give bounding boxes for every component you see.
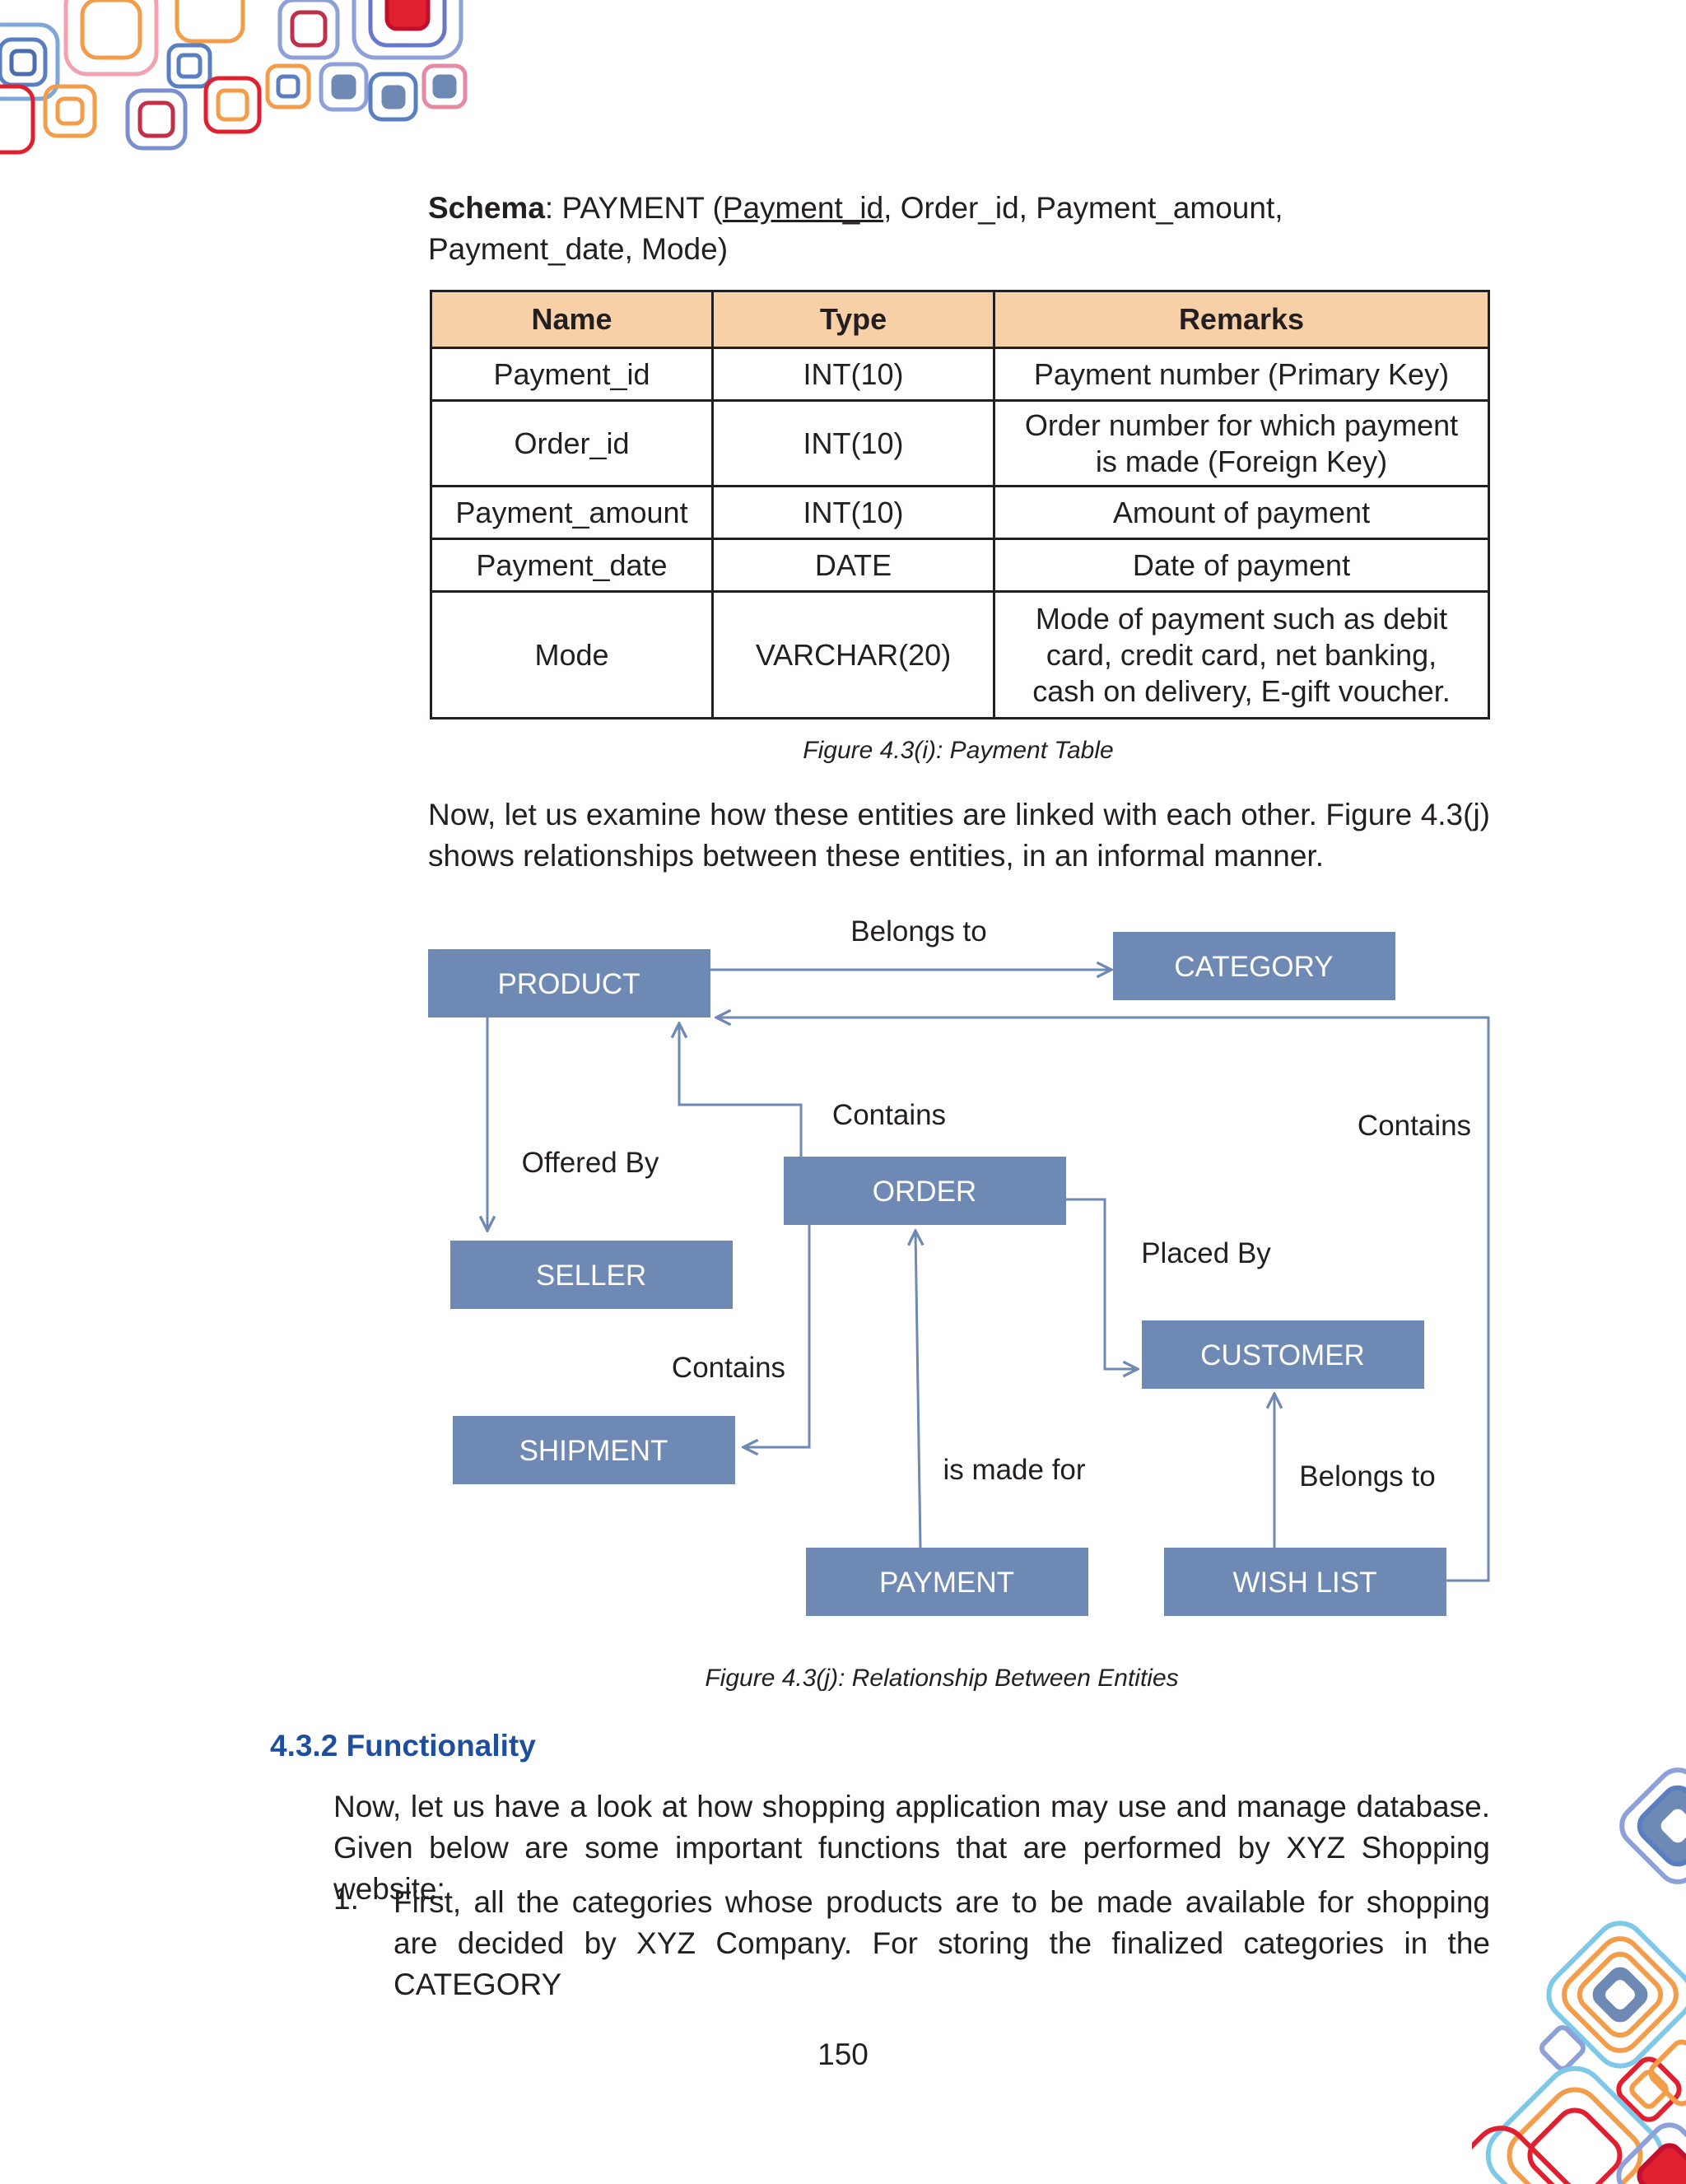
schema-primary-key: Payment_id (722, 191, 884, 225)
edge-payment-order (915, 1231, 920, 1548)
schema-rest: , Order_id, Payment_amount, Payment_date… (428, 191, 1283, 266)
decorative-squares-top-left (0, 0, 468, 155)
table-cell: Payment_id (430, 347, 714, 402)
table-cell: Mode of payment such as debit card, cred… (993, 590, 1490, 719)
table-cell: INT(10) (711, 399, 995, 487)
entity-wishlist-label: WISH LIST (1232, 1567, 1376, 1599)
table-cell: INT(10) (711, 347, 995, 402)
table-header-row: Name Type Remarks (430, 290, 1490, 349)
entity-wishlist: WISH LIST (1164, 1548, 1446, 1616)
table-row: Payment_id INT(10) Payment number (Prima… (430, 347, 1490, 402)
label-payment-order: is made for (943, 1454, 1085, 1486)
entity-seller: SELLER (450, 1241, 733, 1309)
label-order-customer: Placed By (1141, 1237, 1271, 1269)
entity-customer-label: CUSTOMER (1200, 1339, 1365, 1371)
entity-seller-label: SELLER (536, 1260, 646, 1292)
entity-product-label: PRODUCT (497, 968, 640, 1000)
entity-shipment-label: SHIPMENT (519, 1435, 668, 1467)
entity-shipment: SHIPMENT (453, 1416, 735, 1484)
table-cell: Payment_date (430, 538, 714, 593)
diagram-caption: Figure 4.3(j): Relationship Between Enti… (705, 1665, 1179, 1692)
entity-payment-label: PAYMENT (879, 1567, 1014, 1599)
edge-order-product (679, 1023, 803, 1157)
schema-prefix: : PAYMENT ( (544, 191, 723, 225)
edge-order-customer (1066, 1198, 1138, 1369)
table-cell: Mode (430, 590, 714, 719)
list-item-number: 1. (333, 1882, 359, 1916)
column-header-name: Name (430, 290, 714, 349)
schema-line: Schema: PAYMENT (Payment_id, Order_id, P… (428, 188, 1490, 270)
decorative-diamonds-bottom-right (1472, 1767, 1686, 2184)
table-row: Order_id INT(10) Order number for which … (430, 399, 1490, 487)
label-product-category: Belongs to (850, 915, 986, 948)
entity-category: CATEGORY (1113, 932, 1395, 1000)
table-cell: VARCHAR(20) (711, 590, 995, 719)
payment-table: Name Type Remarks Payment_id INT(10) Pay… (430, 290, 1490, 719)
table-row: Payment_date DATE Date of payment (430, 538, 1490, 593)
schema-label: Schema (428, 191, 545, 225)
column-header-remarks: Remarks (993, 290, 1490, 349)
entity-product: PRODUCT (428, 949, 710, 1017)
label-wishlist-customer: Belongs to (1299, 1460, 1435, 1492)
table-cell: Order number for which payment is made (… (993, 399, 1490, 487)
table-cell: Order_id (430, 399, 714, 487)
table-cell: INT(10) (711, 485, 995, 540)
label-order-shipment: Contains (672, 1352, 785, 1384)
table-caption: Figure 4.3(i): Payment Table (803, 737, 1114, 764)
table-cell: Date of payment (993, 538, 1490, 593)
intro-paragraph: Now, let us examine how these entities a… (428, 798, 1490, 873)
entity-customer: CUSTOMER (1142, 1320, 1424, 1389)
edge-order-shipment (743, 1225, 811, 1447)
table-cell: Payment_amount (430, 485, 714, 540)
table-cell: Payment number (Primary Key) (993, 347, 1490, 402)
table-row: Payment_amount INT(10) Amount of payment (430, 485, 1490, 540)
entity-category-label: CATEGORY (1174, 951, 1333, 983)
label-order-product: Contains (832, 1099, 946, 1131)
label-product-seller: Offered By (522, 1147, 659, 1179)
entity-order-label: ORDER (873, 1176, 976, 1208)
section-heading: 4.3.2 Functionality (270, 1729, 536, 1763)
table-row: Mode VARCHAR(20) Mode of payment such as… (430, 590, 1490, 719)
table-cell: DATE (711, 538, 995, 593)
entity-order: ORDER (784, 1157, 1066, 1225)
table-cell: Amount of payment (993, 485, 1490, 540)
entity-payment: PAYMENT (806, 1548, 1088, 1616)
page-number: 150 (817, 2037, 869, 2071)
edge-wishlist-product (716, 1017, 1490, 1582)
section-paragraph: Now, let us have a look at how shopping … (333, 1790, 1490, 1906)
column-header-type: Type (711, 290, 995, 349)
label-wishlist-product: Contains (1358, 1110, 1471, 1142)
list-item-text: First, all the categories whose products… (394, 1885, 1490, 2001)
